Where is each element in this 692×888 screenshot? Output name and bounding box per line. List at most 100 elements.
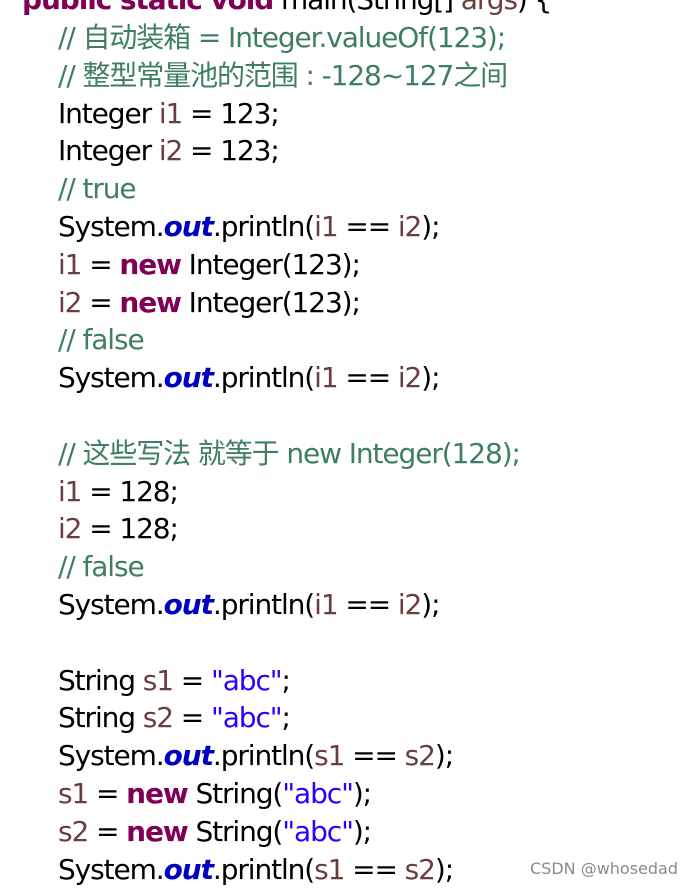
- code-token: .println(: [212, 210, 315, 243]
- code-token: System.: [58, 361, 165, 395]
- code-token: s1: [142, 663, 174, 697]
- code-line: // false: [58, 548, 145, 586]
- code-token: String: [58, 663, 143, 697]
- code-token: Integer: [58, 96, 159, 130]
- code-token: i1: [314, 210, 339, 243]
- code-token: ==: [344, 739, 405, 773]
- code-token: String(: [187, 777, 283, 810]
- code-token: i1: [314, 361, 339, 395]
- code-token: "abc": [210, 663, 283, 697]
- code-token: new: [126, 814, 189, 848]
- code-token: );: [421, 210, 440, 243]
- code-token: );: [421, 588, 440, 621]
- code-line: s1 = new String("abc");: [58, 775, 372, 813]
- code-token: ==: [337, 210, 398, 243]
- code-line: System.out.println(i1 == i2);: [58, 359, 441, 397]
- code-token: out: [163, 361, 214, 395]
- code-token: );: [352, 814, 372, 848]
- code-token: s1: [58, 777, 89, 810]
- code-token: main(String[]: [273, 0, 461, 16]
- code-token: Integer(123);: [180, 247, 361, 281]
- code-token: // false: [58, 550, 145, 584]
- code-token: s2: [404, 739, 436, 773]
- code-token: s1: [314, 852, 345, 886]
- code-token: ==: [337, 361, 398, 395]
- code-token: i2: [397, 361, 423, 395]
- code-line: String s2 = "abc";: [58, 699, 291, 737]
- code-token: = 123;: [182, 134, 280, 168]
- code-token: // 自动装箱 = Integer.valueOf(123);: [58, 21, 506, 54]
- code-token: =: [172, 663, 211, 697]
- code-token: ) {: [517, 0, 552, 16]
- code-token: );: [434, 852, 454, 886]
- code-token: i1: [158, 96, 184, 130]
- code-token: .println(: [212, 739, 315, 773]
- code-token: .println(: [212, 852, 315, 886]
- code-token: );: [352, 777, 372, 810]
- code-token: i2: [397, 210, 423, 243]
- code-token: System.: [58, 739, 165, 773]
- code-token: System.: [58, 588, 165, 621]
- code-line: i2 = 128;: [58, 510, 179, 548]
- code-token: );: [421, 361, 440, 395]
- code-line: System.out.println(s1 == s2);: [58, 851, 454, 888]
- code-token: );: [434, 739, 454, 773]
- code-token: =: [88, 777, 127, 810]
- code-token: Integer: [58, 134, 159, 168]
- code-token: // false: [58, 323, 145, 357]
- code-token: s1: [314, 739, 345, 773]
- code-line: Integer i1 = 123;: [58, 95, 280, 133]
- code-token: new: [126, 777, 189, 810]
- watermark: CSDN @whosedad: [529, 859, 678, 878]
- code-token: "abc": [282, 814, 354, 848]
- code-line: i2 = new Integer(123);: [58, 284, 361, 322]
- code-token: args: [461, 0, 518, 16]
- code-token: s2: [142, 701, 174, 735]
- code-token: =: [81, 285, 120, 319]
- code-token: out: [163, 588, 214, 621]
- code-token: =: [81, 247, 120, 281]
- code-token: // true: [58, 172, 137, 206]
- code-token: ;: [281, 701, 291, 735]
- code-token: out: [163, 852, 214, 886]
- code-token: // 这些写法 就等于 new Integer(128);: [58, 436, 521, 470]
- code-line: // true: [58, 170, 137, 208]
- code-line: i1 = 128;: [58, 473, 179, 511]
- code-token: i2: [397, 588, 423, 621]
- code-token: i1: [314, 588, 339, 621]
- code-token: .println(: [212, 361, 315, 395]
- code-token: "abc": [210, 701, 283, 735]
- code-token: System.: [58, 210, 165, 243]
- code-token: = 128;: [81, 474, 179, 508]
- code-token: String(: [187, 814, 283, 848]
- code-line-signature: public static void main(String[] args) {: [22, 0, 552, 19]
- code-line: // 自动装箱 = Integer.valueOf(123);: [58, 19, 506, 57]
- code-token: i2: [158, 134, 184, 168]
- code-token: =: [172, 701, 211, 735]
- code-token: new: [119, 247, 182, 281]
- code-line: // 这些写法 就等于 new Integer(128);: [58, 435, 521, 473]
- code-token: System.: [58, 852, 165, 886]
- code-token: ;: [281, 663, 291, 697]
- code-token: i1: [58, 474, 83, 508]
- code-line: // false: [58, 321, 145, 359]
- code-line: s2 = new String("abc");: [58, 813, 372, 851]
- code-token: new: [119, 285, 182, 319]
- code-token: = 123;: [182, 96, 280, 130]
- code-token: i2: [58, 285, 83, 319]
- code-token: i1: [58, 247, 83, 281]
- code-line: System.out.println(i1 == i2);: [58, 586, 441, 624]
- code-line: // 整型常量池的范围 : -128~127之间: [58, 57, 508, 95]
- code-token: ==: [337, 588, 398, 621]
- code-token: out: [163, 210, 214, 243]
- code-token: ==: [344, 852, 405, 886]
- code-token: = 128;: [81, 512, 179, 546]
- code-line: System.out.println(s1 == s2);: [58, 737, 454, 775]
- code-line: System.out.println(i1 == i2);: [58, 208, 441, 246]
- code-token: out: [163, 739, 214, 773]
- code-line: Integer i2 = 123;: [58, 132, 280, 170]
- code-token: Integer(123);: [180, 285, 361, 319]
- code-token: .println(: [212, 588, 315, 621]
- code-line: String s1 = "abc";: [58, 662, 291, 700]
